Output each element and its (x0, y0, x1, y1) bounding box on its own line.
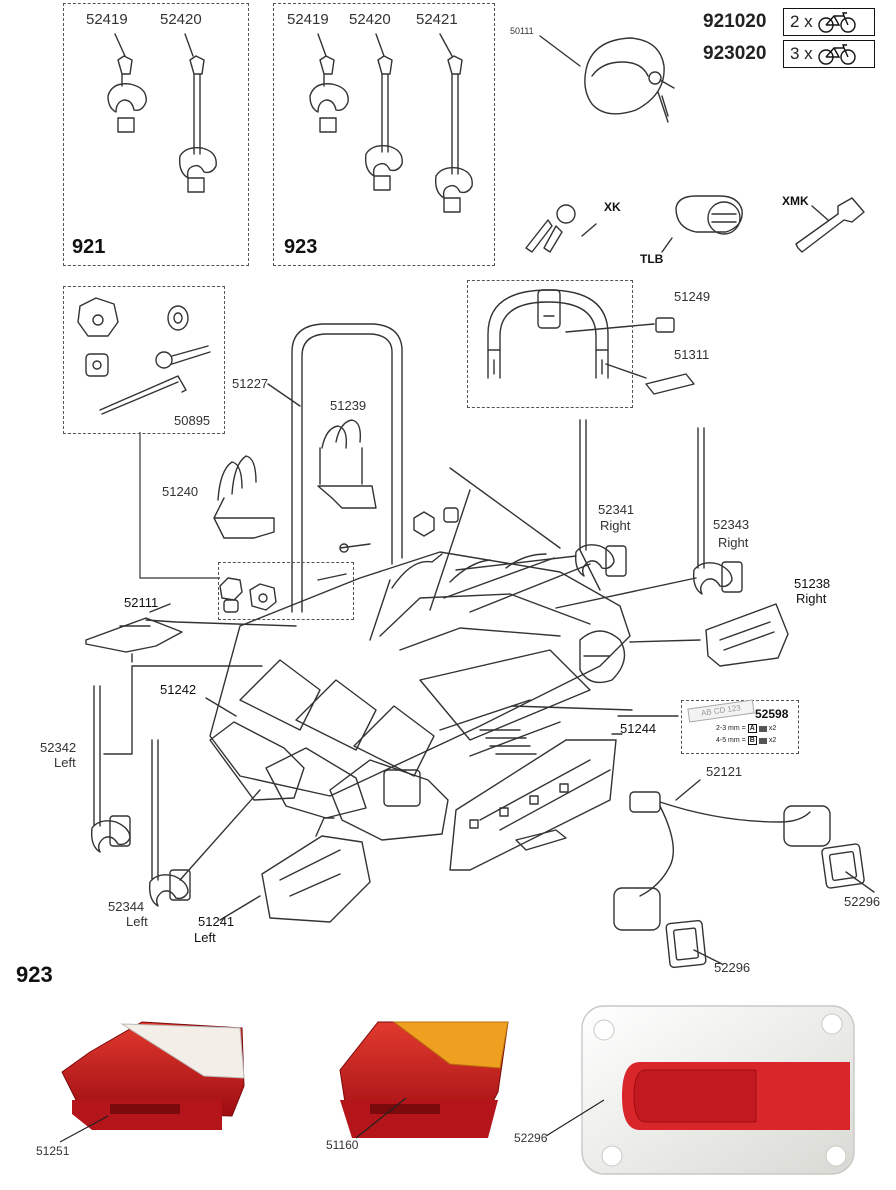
part-label-52343: 52343 (713, 517, 750, 532)
part-label-52341: 52341 (598, 502, 635, 517)
part-label-52419-a: 52419 (86, 11, 128, 28)
part-label-51227: 51227 (232, 376, 269, 391)
part-label-tlb: TLB (640, 252, 664, 266)
section-923-title: 923 (16, 962, 53, 987)
part-label-52121: 52121 (706, 764, 743, 779)
model-row: 921020 2 x (703, 6, 875, 38)
part-label-51160: 51160 (326, 1138, 359, 1152)
part-label-51311: 51311 (674, 347, 710, 362)
set-921-title: 921 (72, 236, 106, 258)
wheel-holder-51240 (213, 455, 275, 539)
part-label-52344-side: Left (126, 914, 148, 929)
arm-52341-right (455, 419, 627, 577)
model-count-cell: 2 x (783, 8, 875, 36)
lens-52296-b (665, 919, 723, 969)
small-parts-box (218, 562, 354, 620)
part-label-51249: 51249 (674, 289, 711, 304)
part-label-50895: 50895 (174, 413, 211, 428)
hardware-small-set (219, 577, 277, 613)
set-923-box (273, 3, 495, 266)
part-label-xk: XK (604, 200, 621, 214)
lamp-photo-52296 (545, 1005, 855, 1175)
arm-52420-921 (178, 55, 217, 193)
wiring-harness-52121 (613, 779, 831, 931)
carrier-main-body (209, 467, 633, 841)
wheel-holder-51239 (317, 419, 377, 509)
part-label-52342-side: Left (54, 755, 76, 770)
part-label-52296-a: 52296 (844, 894, 881, 909)
part-label-51244: 51244 (620, 721, 657, 736)
part-label-52342: 52342 (40, 740, 77, 755)
bicycle-icon (817, 12, 856, 33)
plate-key: A (747, 724, 757, 733)
part-label-51251: 51251 (36, 1144, 70, 1158)
part-label-51242: 51242 (160, 682, 197, 697)
part-label-52111: 52111 (124, 595, 159, 610)
part-label-50111: 50111 (510, 26, 534, 36)
plate-52598-row: 4-5 mm = B x2 (716, 736, 776, 745)
handlebar-51227 (267, 323, 403, 613)
lamp-photo-51160 (339, 1021, 509, 1139)
lens-52296-a (821, 843, 875, 893)
arm-52420-923 (364, 55, 403, 191)
part-label-51241-side: Left (194, 930, 216, 945)
part-label-52598: 52598 (755, 707, 789, 721)
arm-52343-right (555, 427, 743, 609)
key-xmk (795, 197, 865, 253)
spacer-icon (758, 737, 767, 744)
arm-52421-923 (434, 55, 473, 213)
model-code: 921020 (703, 11, 767, 32)
model-count: 3 x (790, 44, 813, 63)
model-code: 923020 (703, 43, 767, 64)
part-label-52341-side: Right (600, 518, 631, 533)
plate-51238-right (629, 603, 789, 667)
plate-thickness: 2-3 mm = (716, 725, 746, 732)
arm-52419-921 (107, 55, 147, 133)
part-label-52419-b: 52419 (287, 11, 329, 28)
lock-cylinder-tlb (661, 195, 743, 253)
arm-52342-left (90, 665, 263, 853)
part-label-51241: 51241 (198, 914, 235, 929)
plate-qty: x2 (768, 737, 777, 744)
model-row: 923020 3 x (703, 38, 875, 70)
plate-52598-row: 2-3 mm = A x2 (716, 724, 776, 733)
arm-52344-left (148, 739, 261, 907)
cover-52111 (85, 603, 297, 663)
part-label-xmk: XMK (782, 194, 809, 208)
part-label-52420-b: 52420 (349, 11, 391, 28)
bracket-box (467, 280, 633, 408)
set-923-title: 923 (284, 236, 318, 258)
set-921-box (63, 3, 249, 266)
part-label-52296-c: 52296 (514, 1131, 548, 1145)
hardware-set-50895 (77, 297, 211, 415)
part-label-52420-a: 52420 (160, 11, 202, 28)
part-label-51239: 51239 (330, 398, 367, 413)
model-code-table: 921020 2 x 923020 3 x (703, 6, 875, 70)
plate-qty: x2 (768, 725, 777, 732)
part-label-52296-b: 52296 (714, 960, 751, 975)
hardware-50895-box (63, 286, 225, 434)
part-label-51238-side: Right (796, 591, 827, 606)
bicycle-icon (817, 44, 856, 65)
part-label-51240: 51240 (162, 484, 199, 499)
part-label-52344: 52344 (108, 899, 145, 914)
lock-knob-50111 (539, 35, 675, 123)
model-count: 2 x (790, 12, 813, 31)
part-label-51238: 51238 (794, 576, 831, 591)
bumper-51244 (449, 733, 623, 871)
plate-key: B (747, 736, 757, 745)
bracket-lock-assembly (487, 289, 695, 395)
part-label-52343-side: Right (718, 535, 749, 550)
lamp-photo-51251 (59, 1021, 245, 1143)
model-count-cell: 3 x (783, 40, 875, 68)
plate-51241-left (219, 817, 371, 923)
plate-thickness: 4-5 mm = (716, 737, 746, 744)
part-label-52421: 52421 (416, 11, 458, 28)
arm-52419-923 (309, 55, 349, 133)
keys-xk (525, 204, 597, 253)
spacer-icon (758, 725, 767, 732)
